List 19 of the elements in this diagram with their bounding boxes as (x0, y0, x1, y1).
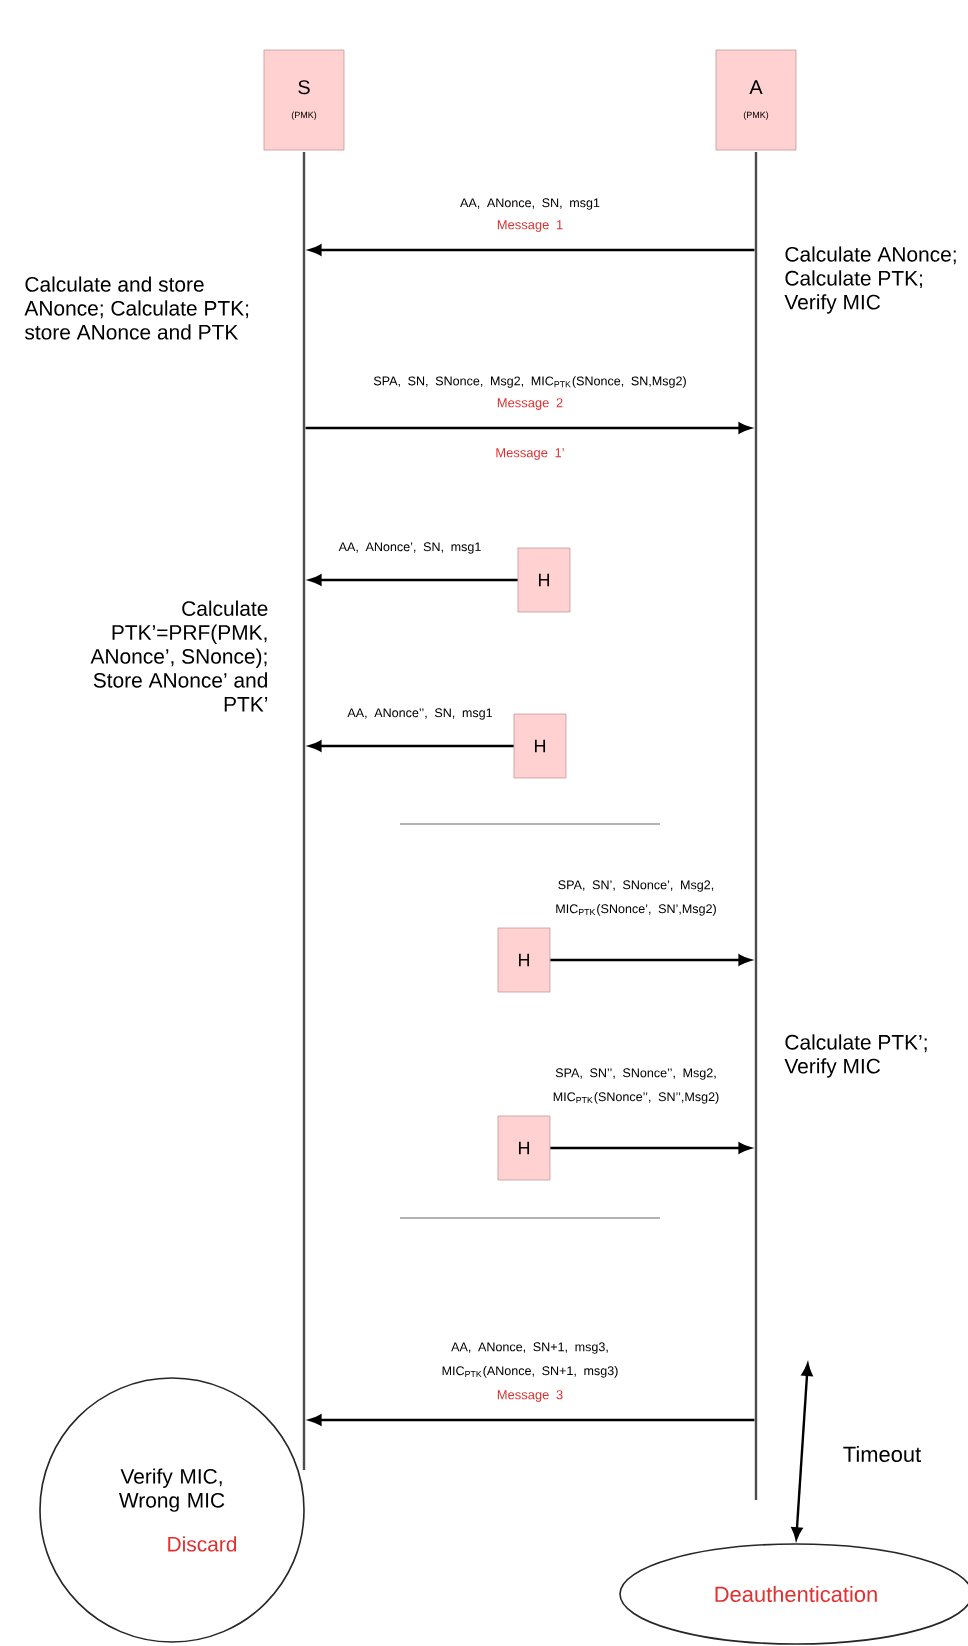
arrow (309, 244, 755, 256)
arrow (309, 1414, 755, 1426)
arrow (309, 574, 518, 586)
h-box: H (517, 547, 571, 613)
note-text: Calculate ANonce; Calculate PTK; Verify MIC (784, 246, 956, 314)
arrow (305, 422, 751, 434)
h-box: H (497, 927, 551, 993)
lifeline (754, 152, 758, 1500)
lifeline (302, 152, 306, 1470)
arrow (791, 1363, 813, 1540)
arrow (309, 740, 514, 752)
edge-label: Timeout (843, 1445, 921, 1463)
arrow (550, 954, 751, 966)
h-box: H (513, 713, 567, 779)
note-text: Calculate PTK’=PRF(PMK, ANonce’, SNonce); Store ANonce’ and PTK’ (90, 600, 268, 712)
note-text: Calculate and store ANonce; Calculate PTK; store ANonce and PTK (24, 276, 249, 340)
h-box: H (497, 1115, 551, 1181)
note-text: Calculate PTK’; Verify MIC (784, 1034, 927, 1078)
arrow (550, 1142, 751, 1154)
